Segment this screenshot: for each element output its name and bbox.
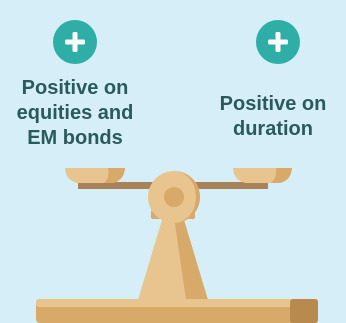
scale-base-shade [290,299,318,323]
left-pan-shade [104,168,125,183]
plus-icon-glyph [268,32,288,52]
scale-stand-shade [173,210,208,300]
scale-base-top [36,299,318,307]
plus-icon-glyph [65,32,85,52]
pivot-disc-shade [174,171,200,223]
plus-icon [256,20,300,64]
right-pan-label: Positive on duration [219,93,327,140]
right-pan-shade [271,168,292,183]
plus-icon [53,20,97,64]
pivot-hub [164,187,184,207]
left-pan-label: Positive on equities and EM bonds [16,77,134,149]
left-hanger [78,178,85,189]
right-hanger [261,178,268,189]
